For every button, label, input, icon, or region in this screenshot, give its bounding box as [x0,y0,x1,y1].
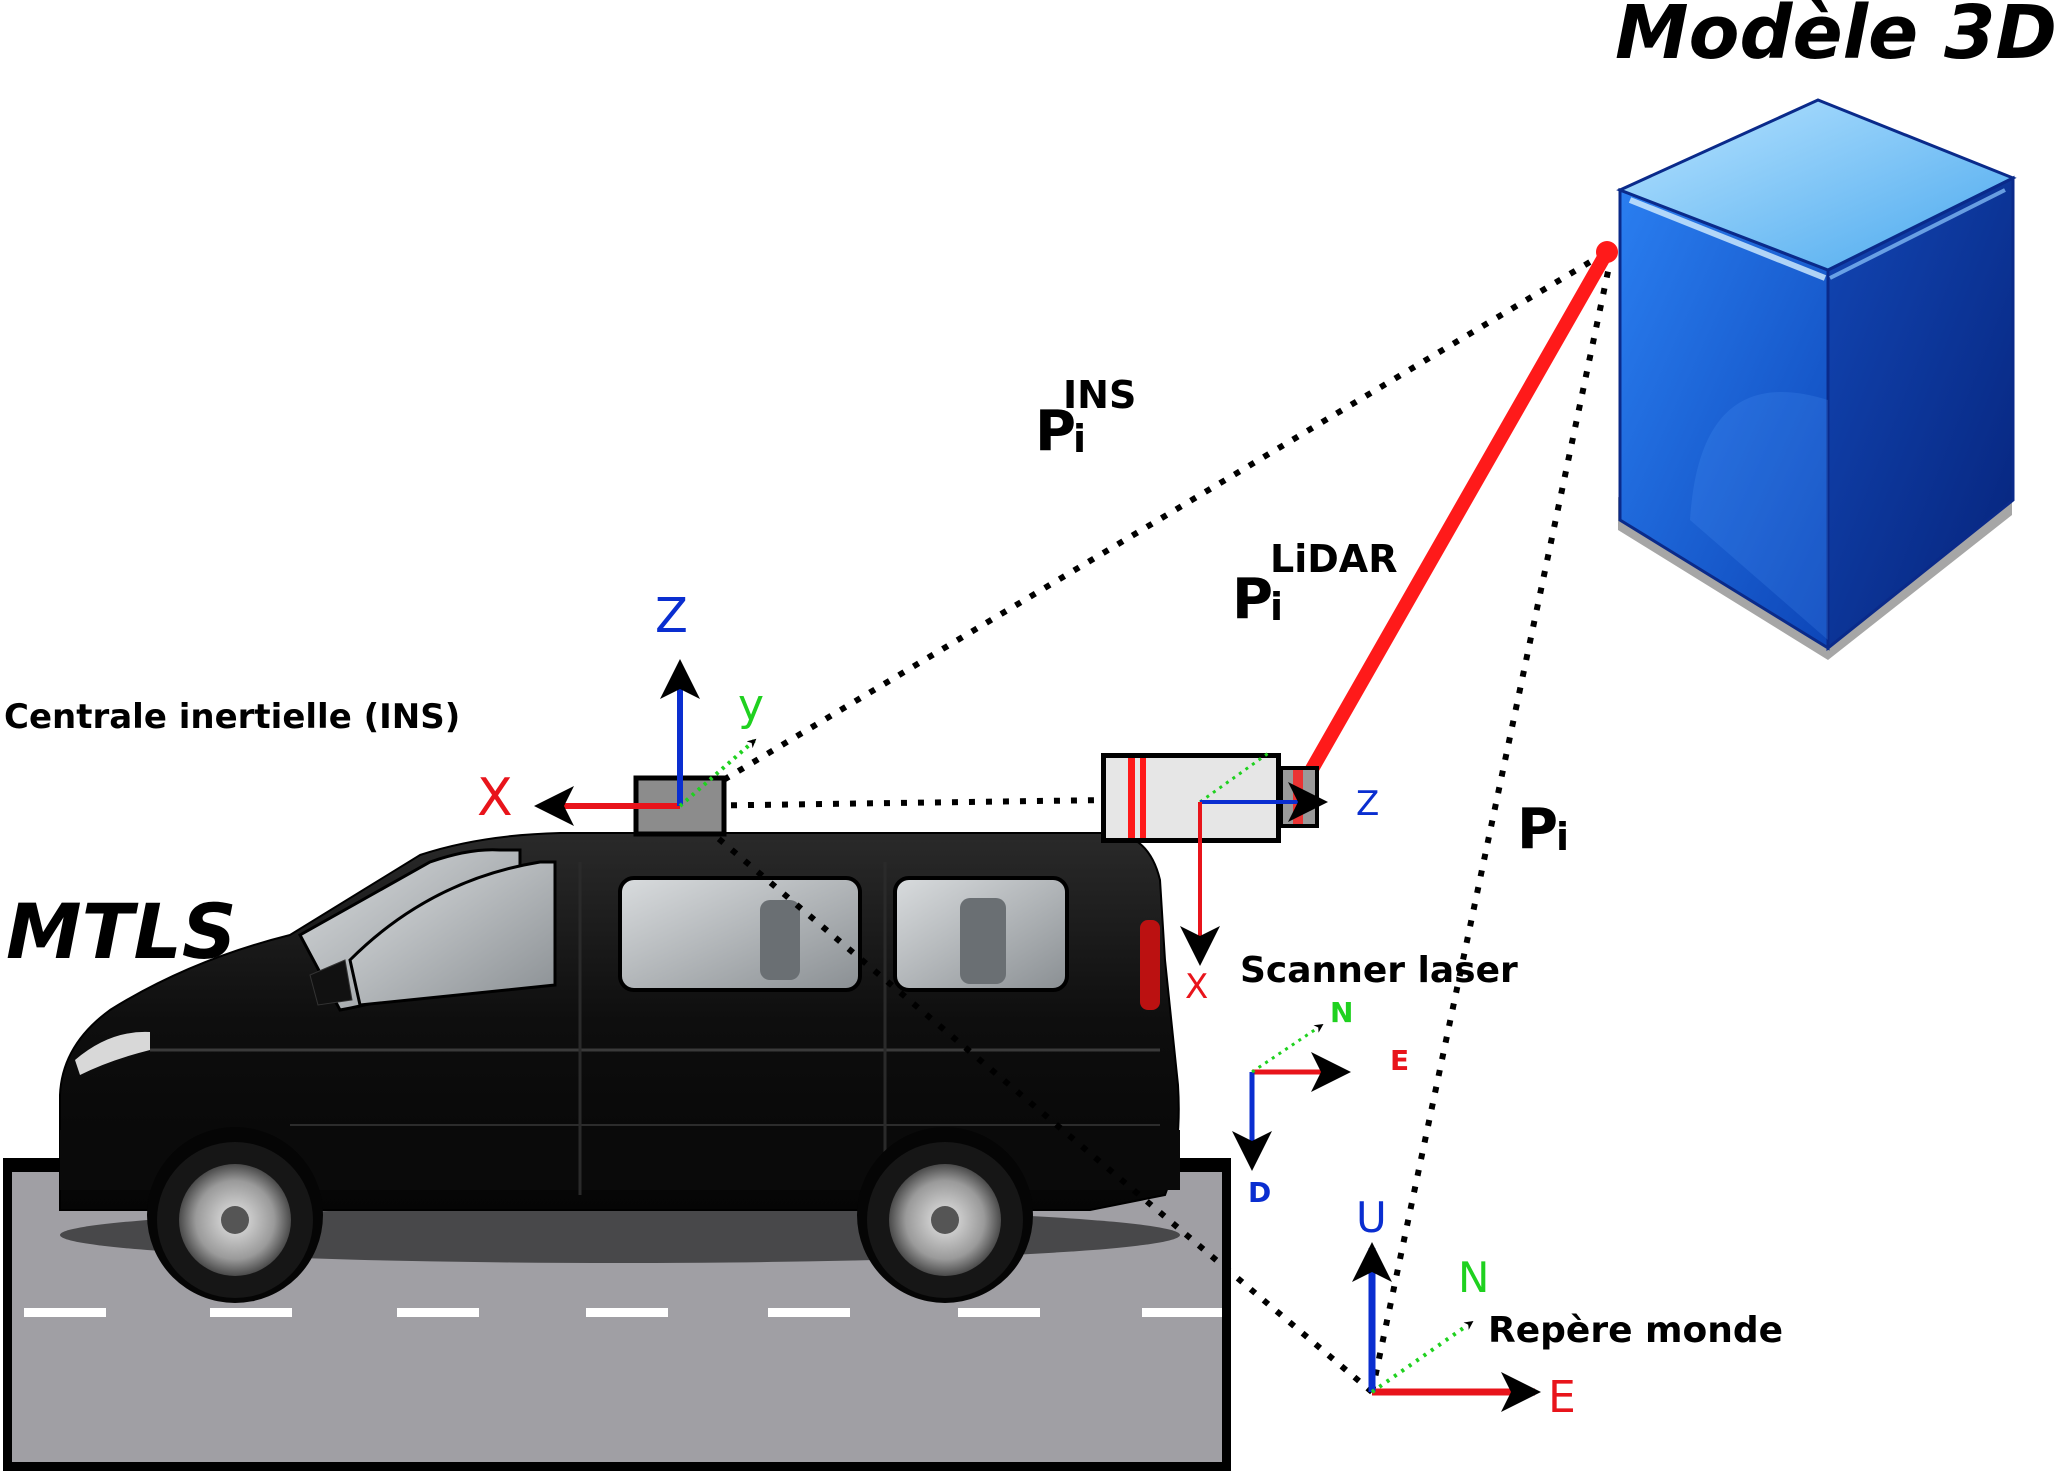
ned-e-label: E [1390,1044,1409,1077]
svg-text:P: P [1517,797,1558,862]
vector-p-world-label: P i [1517,797,1569,862]
world-u-label: U [1356,1193,1387,1242]
ned-d-label: D [1248,1176,1271,1209]
vector-p-ins-line [678,247,1612,809]
scanner-label: Scanner laser [1240,950,1518,991]
lidar-ray [1293,245,1614,797]
svg-text:P: P [1035,399,1076,464]
lane-markings [24,1308,1222,1317]
ins-label: Centrale inertielle (INS) [4,697,460,737]
world-n-label: N [1458,1253,1489,1302]
world-frame [1352,1242,1541,1412]
svg-text:i: i [1556,815,1569,859]
svg-text:INS: INS [1063,373,1136,417]
ins-unit [534,659,757,837]
scanner-x-label: X [1185,967,1208,1007]
vector-p-lidar-label: P i LiDAR [1232,537,1397,632]
target-point [1596,241,1618,263]
scanner-z-label: Z [1356,784,1379,824]
world-e-label: E [1548,1372,1576,1423]
ins-to-scanner-line [679,797,1111,809]
3d-model-cube [1616,98,2017,660]
ins-y-label: y [738,680,764,731]
world-frame-label: Repère monde [1488,1310,1783,1351]
svg-text:i: i [1270,585,1283,629]
ins-y-axis [678,738,757,808]
svg-text:i: i [1073,417,1086,461]
vector-p-ins-label: P i INS [1035,373,1136,464]
diagram-title: Modèle 3D [1615,0,2057,76]
svg-text:LiDAR: LiDAR [1270,537,1397,581]
ins-x-label: X [477,768,513,828]
laser-scanner [1101,750,1328,966]
svg-text:P: P [1232,567,1273,632]
ned-n-label: N [1330,996,1353,1029]
vector-p-world-line [1369,261,1613,1393]
ins-z-label: Z [655,588,688,644]
system-label: MTLS [6,887,237,976]
dotted-vectors [678,247,1613,1395]
ned-frame [1232,1023,1351,1171]
